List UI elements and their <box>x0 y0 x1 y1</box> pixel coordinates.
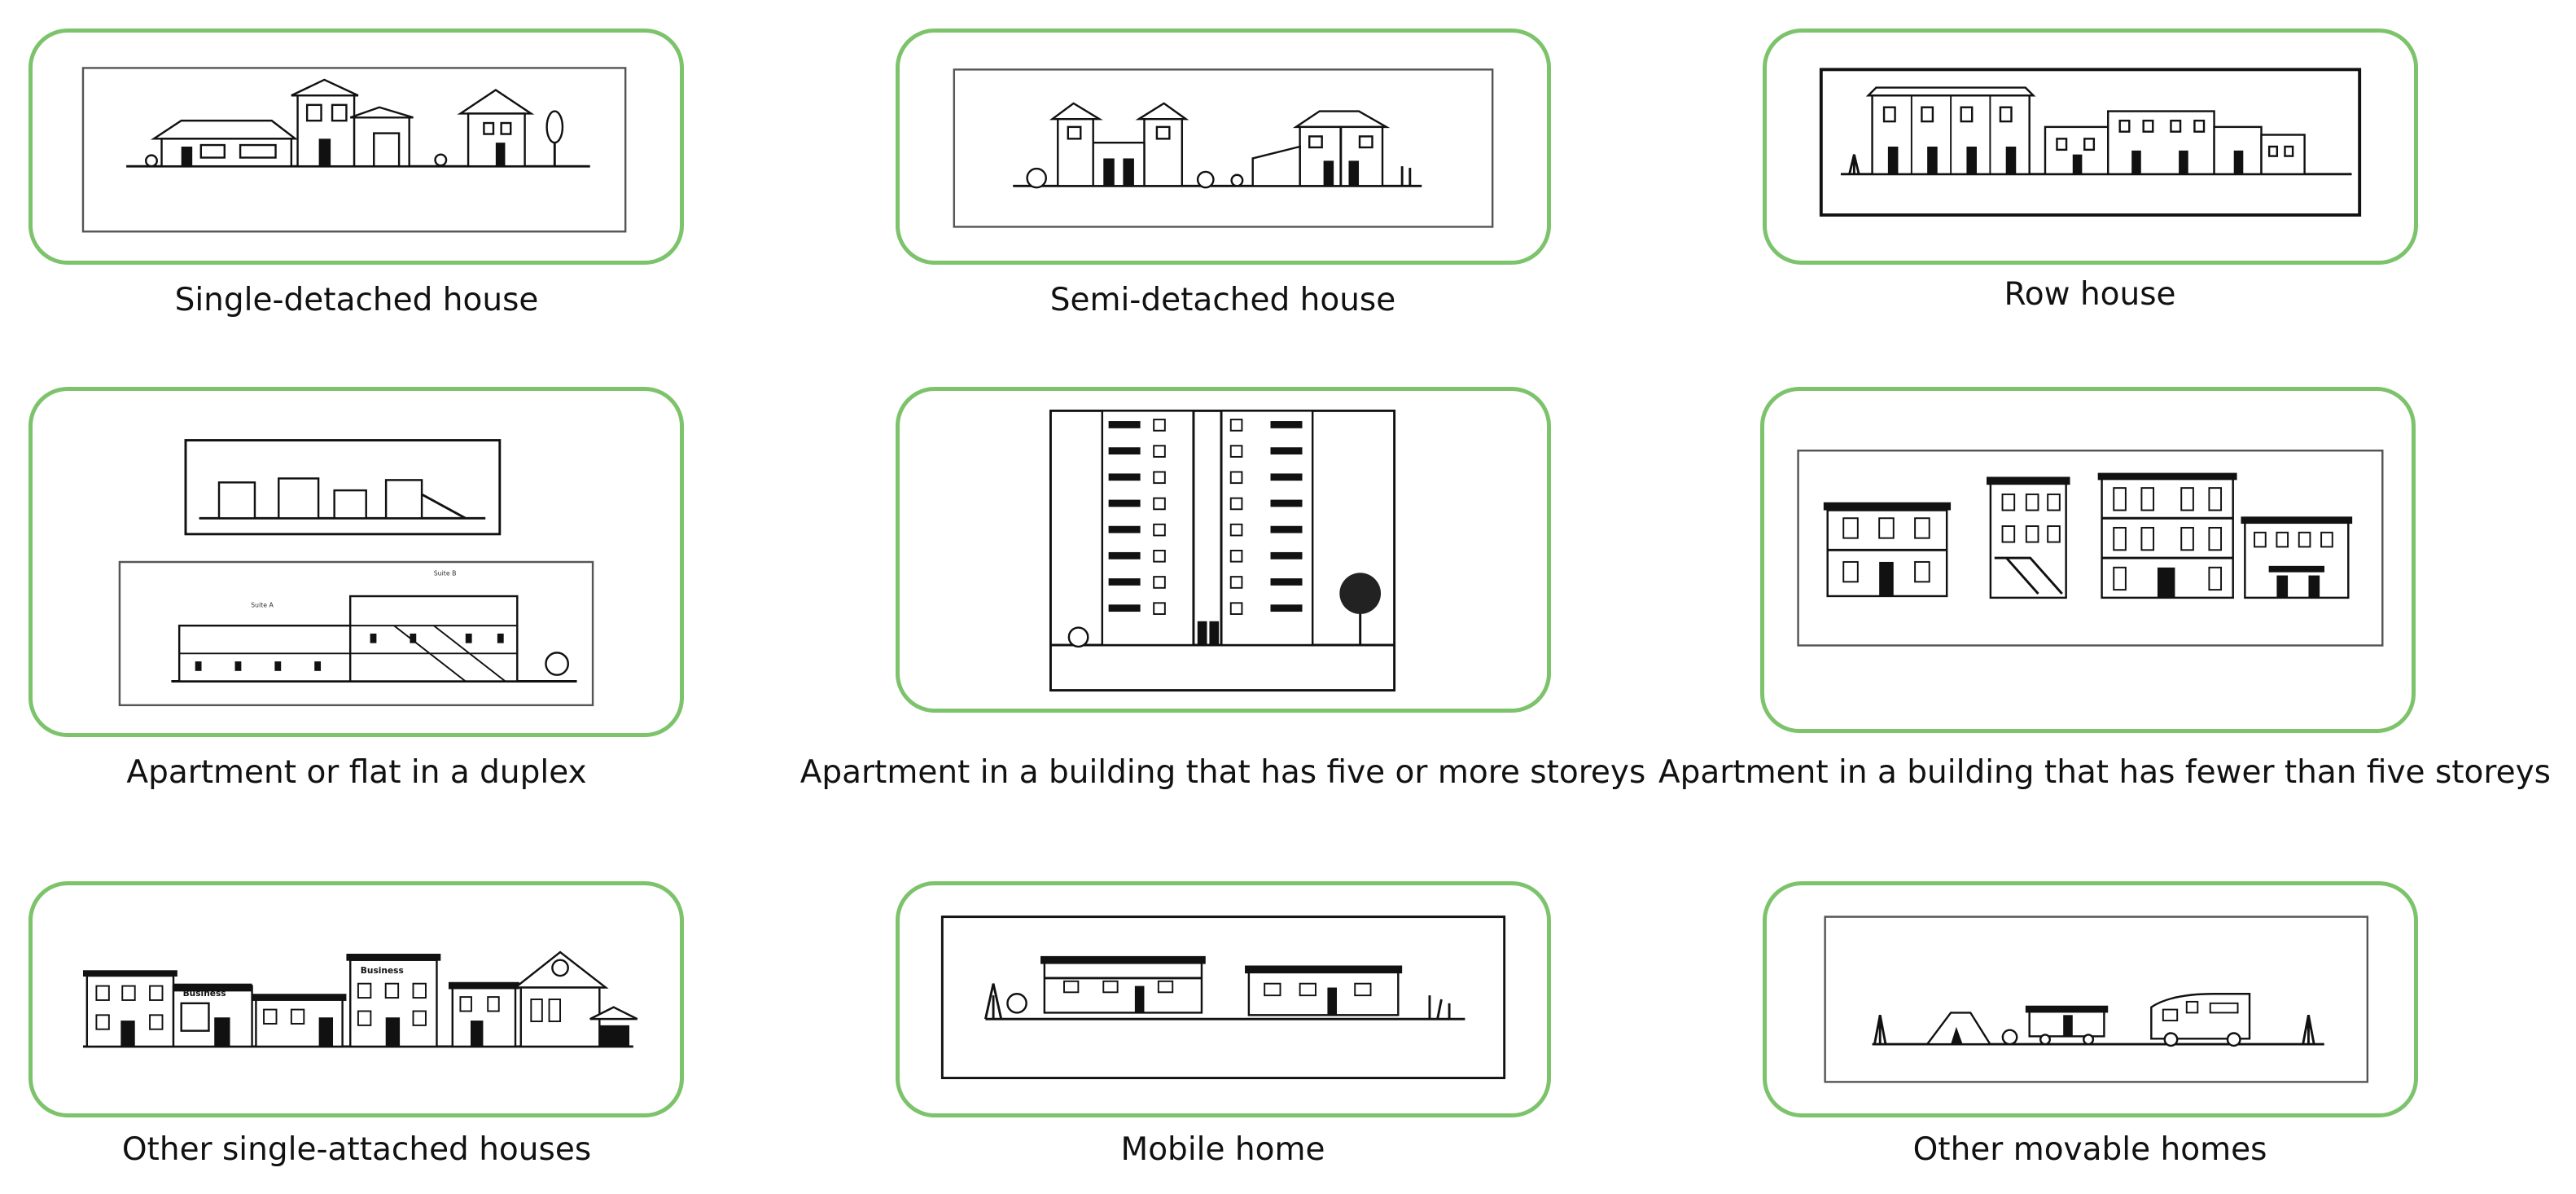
caption-duplex: Apartment or flat in a duplex <box>126 754 587 791</box>
card-apartment-under-five <box>1760 387 2416 733</box>
other-single-attached-illustration: Business Business <box>82 950 638 1048</box>
other-movable-illustration <box>1824 915 2369 1083</box>
caption-mobile-home: Mobile home <box>1120 1131 1325 1168</box>
apartment-under-five-illustration <box>1797 450 2384 647</box>
single-detached-illustration <box>81 67 627 233</box>
caption-single-detached: Single-detached house <box>174 282 539 318</box>
caption-apartment-five-plus: Apartment in a building that has five or… <box>800 754 1646 791</box>
card-other-movable <box>1763 881 2418 1117</box>
caption-apartment-under-five: Apartment in a building that has fewer t… <box>1658 754 2551 791</box>
duplex-unit-b-label: Suite B <box>434 570 457 577</box>
mobile-home-illustration <box>940 915 1506 1079</box>
business-sign-1: Business <box>183 988 226 999</box>
row-house-illustration <box>1819 68 2362 217</box>
card-mobile-home <box>896 881 1551 1117</box>
caption-row-house: Row house <box>2004 276 2176 313</box>
card-single-detached <box>28 29 684 265</box>
card-other-single-attached: Business Business <box>28 881 684 1117</box>
caption-other-movable: Other movable homes <box>1912 1131 2267 1168</box>
card-semi-detached <box>896 29 1551 265</box>
duplex-unit-a-label: Suite A <box>251 602 274 609</box>
card-apartment-five-plus <box>896 387 1551 713</box>
semi-detached-illustration <box>953 68 1494 228</box>
business-sign-2: Business <box>361 965 404 976</box>
apartment-five-plus-illustration <box>1049 409 1396 692</box>
caption-other-single-attached: Other single-attached houses <box>121 1131 592 1168</box>
duplex-illustration: Suite A Suite B <box>118 439 594 707</box>
card-duplex: Suite A Suite B <box>28 387 684 737</box>
caption-semi-detached: Semi-detached house <box>1049 282 1396 318</box>
card-row-house <box>1763 29 2418 265</box>
